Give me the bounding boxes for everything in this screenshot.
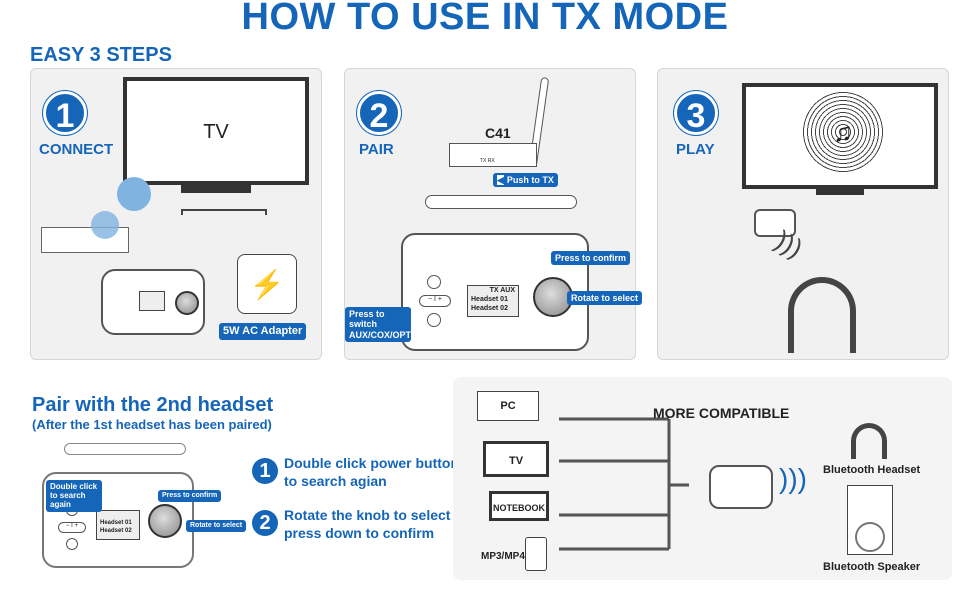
step-2-panel: 2 PAIR C41 TX RX ◀Push to TX − I + TX AU… [344, 68, 643, 360]
instruction-line: to search agian [284, 473, 387, 489]
aux-plug-icon [117, 177, 151, 211]
adapter-icon: ⚡ [237, 254, 297, 314]
volume-buttons: − I + [419, 295, 451, 307]
instruction-1: Double click power button to search agia… [284, 454, 459, 490]
subtitle: EASY 3 STEPS [30, 44, 172, 66]
step-2-number: 2 [357, 91, 401, 135]
headphones-icon [788, 277, 856, 353]
adapter-label: 5W AC Adapter [219, 323, 307, 340]
transmitter-icon [101, 269, 205, 335]
source-tv: TV [483, 441, 549, 477]
compatible-heading: MORE COMPATIBLE [653, 405, 790, 421]
speaker-icon [847, 485, 893, 555]
confirm-tag: Press to confirm [551, 251, 631, 266]
screen-status: TX AUX [489, 287, 515, 294]
tv-stand [816, 189, 864, 195]
screen-row: Headset 01 [100, 520, 132, 526]
tx-label: TX [480, 158, 487, 164]
push-to-tx-label: Push to TX [506, 175, 554, 185]
compatible-panel: PC TV NOTEBOOK MP3/MP4 MORE COMPATIBLE )… [453, 377, 952, 580]
antenna-icon [64, 443, 186, 455]
instruction-2-number: 2 [252, 510, 278, 536]
switch-icon [427, 313, 441, 327]
instruction-1-number: 1 [252, 458, 278, 484]
step-1-number: 1 [43, 91, 87, 135]
tv-label: TV [203, 121, 229, 143]
switch-tag: Press to switch AUX/COX/OPT [345, 307, 411, 343]
instruction-line: Rotate the knob to select [284, 507, 451, 523]
c41-device-icon: TX RX [449, 143, 537, 167]
instruction-line: press down to confirm [284, 525, 435, 541]
antenna-icon [425, 195, 577, 209]
source-pc: PC [477, 391, 539, 421]
second-headset-heading: Pair with the 2nd headset [32, 394, 274, 416]
push-to-tx-tag: ◀Push to TX [493, 173, 558, 188]
power-cable [181, 209, 267, 215]
screen-row: Headset 02 [100, 527, 132, 534]
transmitter-screen [139, 291, 165, 311]
c41-label: C41 [485, 125, 511, 141]
knob-icon [175, 291, 199, 315]
rx-label: RX [487, 158, 495, 164]
headset-icon [851, 423, 887, 459]
rotate-tag: Rotate to select [567, 291, 643, 306]
second-headset-note: (After the 1st headset has been paired) [32, 417, 272, 432]
switch-icon [66, 538, 78, 550]
output-headset: Bluetooth Headset [823, 464, 921, 476]
tv-icon: ♫ [742, 83, 938, 189]
transmitter-icon [709, 465, 773, 509]
step-1-label: CONNECT [39, 141, 114, 158]
music-disc-icon: ♫ [802, 91, 884, 173]
output-speaker: Bluetooth Speaker [823, 561, 921, 573]
tv-stand [181, 185, 251, 193]
transmitter-screen: TX AUX Headset 01 Headset 02 [467, 285, 519, 317]
double-click-tag: Double click to search again [46, 480, 102, 512]
wireless-signal-icon: ))) [779, 463, 807, 494]
rotate-tag: Rotate to select [186, 520, 247, 533]
transmitter-icon [754, 209, 796, 237]
volume-buttons: − I + [58, 522, 86, 533]
instruction-2: Rotate the knob to select press down to … [284, 506, 450, 542]
page-title: HOW TO USE IN TX MODE [241, 0, 729, 38]
port-highlight [91, 211, 119, 239]
knob-icon [148, 504, 182, 538]
power-icon [427, 275, 441, 289]
mp3-player-icon [525, 537, 547, 571]
step-2-label: PAIR [359, 141, 394, 158]
screen-row: Headset 01 [471, 295, 508, 303]
step-3-label: PLAY [676, 141, 715, 158]
confirm-tag: Press to confirm [158, 490, 222, 503]
step-1-panel: 1 CONNECT TV ⚡ 5W AC Adapter [30, 68, 322, 360]
source-notebook: NOTEBOOK [489, 491, 549, 521]
source-mp3: MP3/MP4 [481, 551, 525, 562]
instruction-line: Double click power button [284, 455, 460, 471]
tv-icon: TV [123, 77, 309, 185]
audio-cables [559, 417, 689, 551]
step-3-number: 3 [674, 91, 718, 135]
transmitter-screen: Headset 01 Headset 02 [96, 510, 140, 540]
step-3-panel: 3 PLAY ♫ ))) [657, 68, 949, 360]
screen-row: Headset 02 [471, 304, 508, 312]
